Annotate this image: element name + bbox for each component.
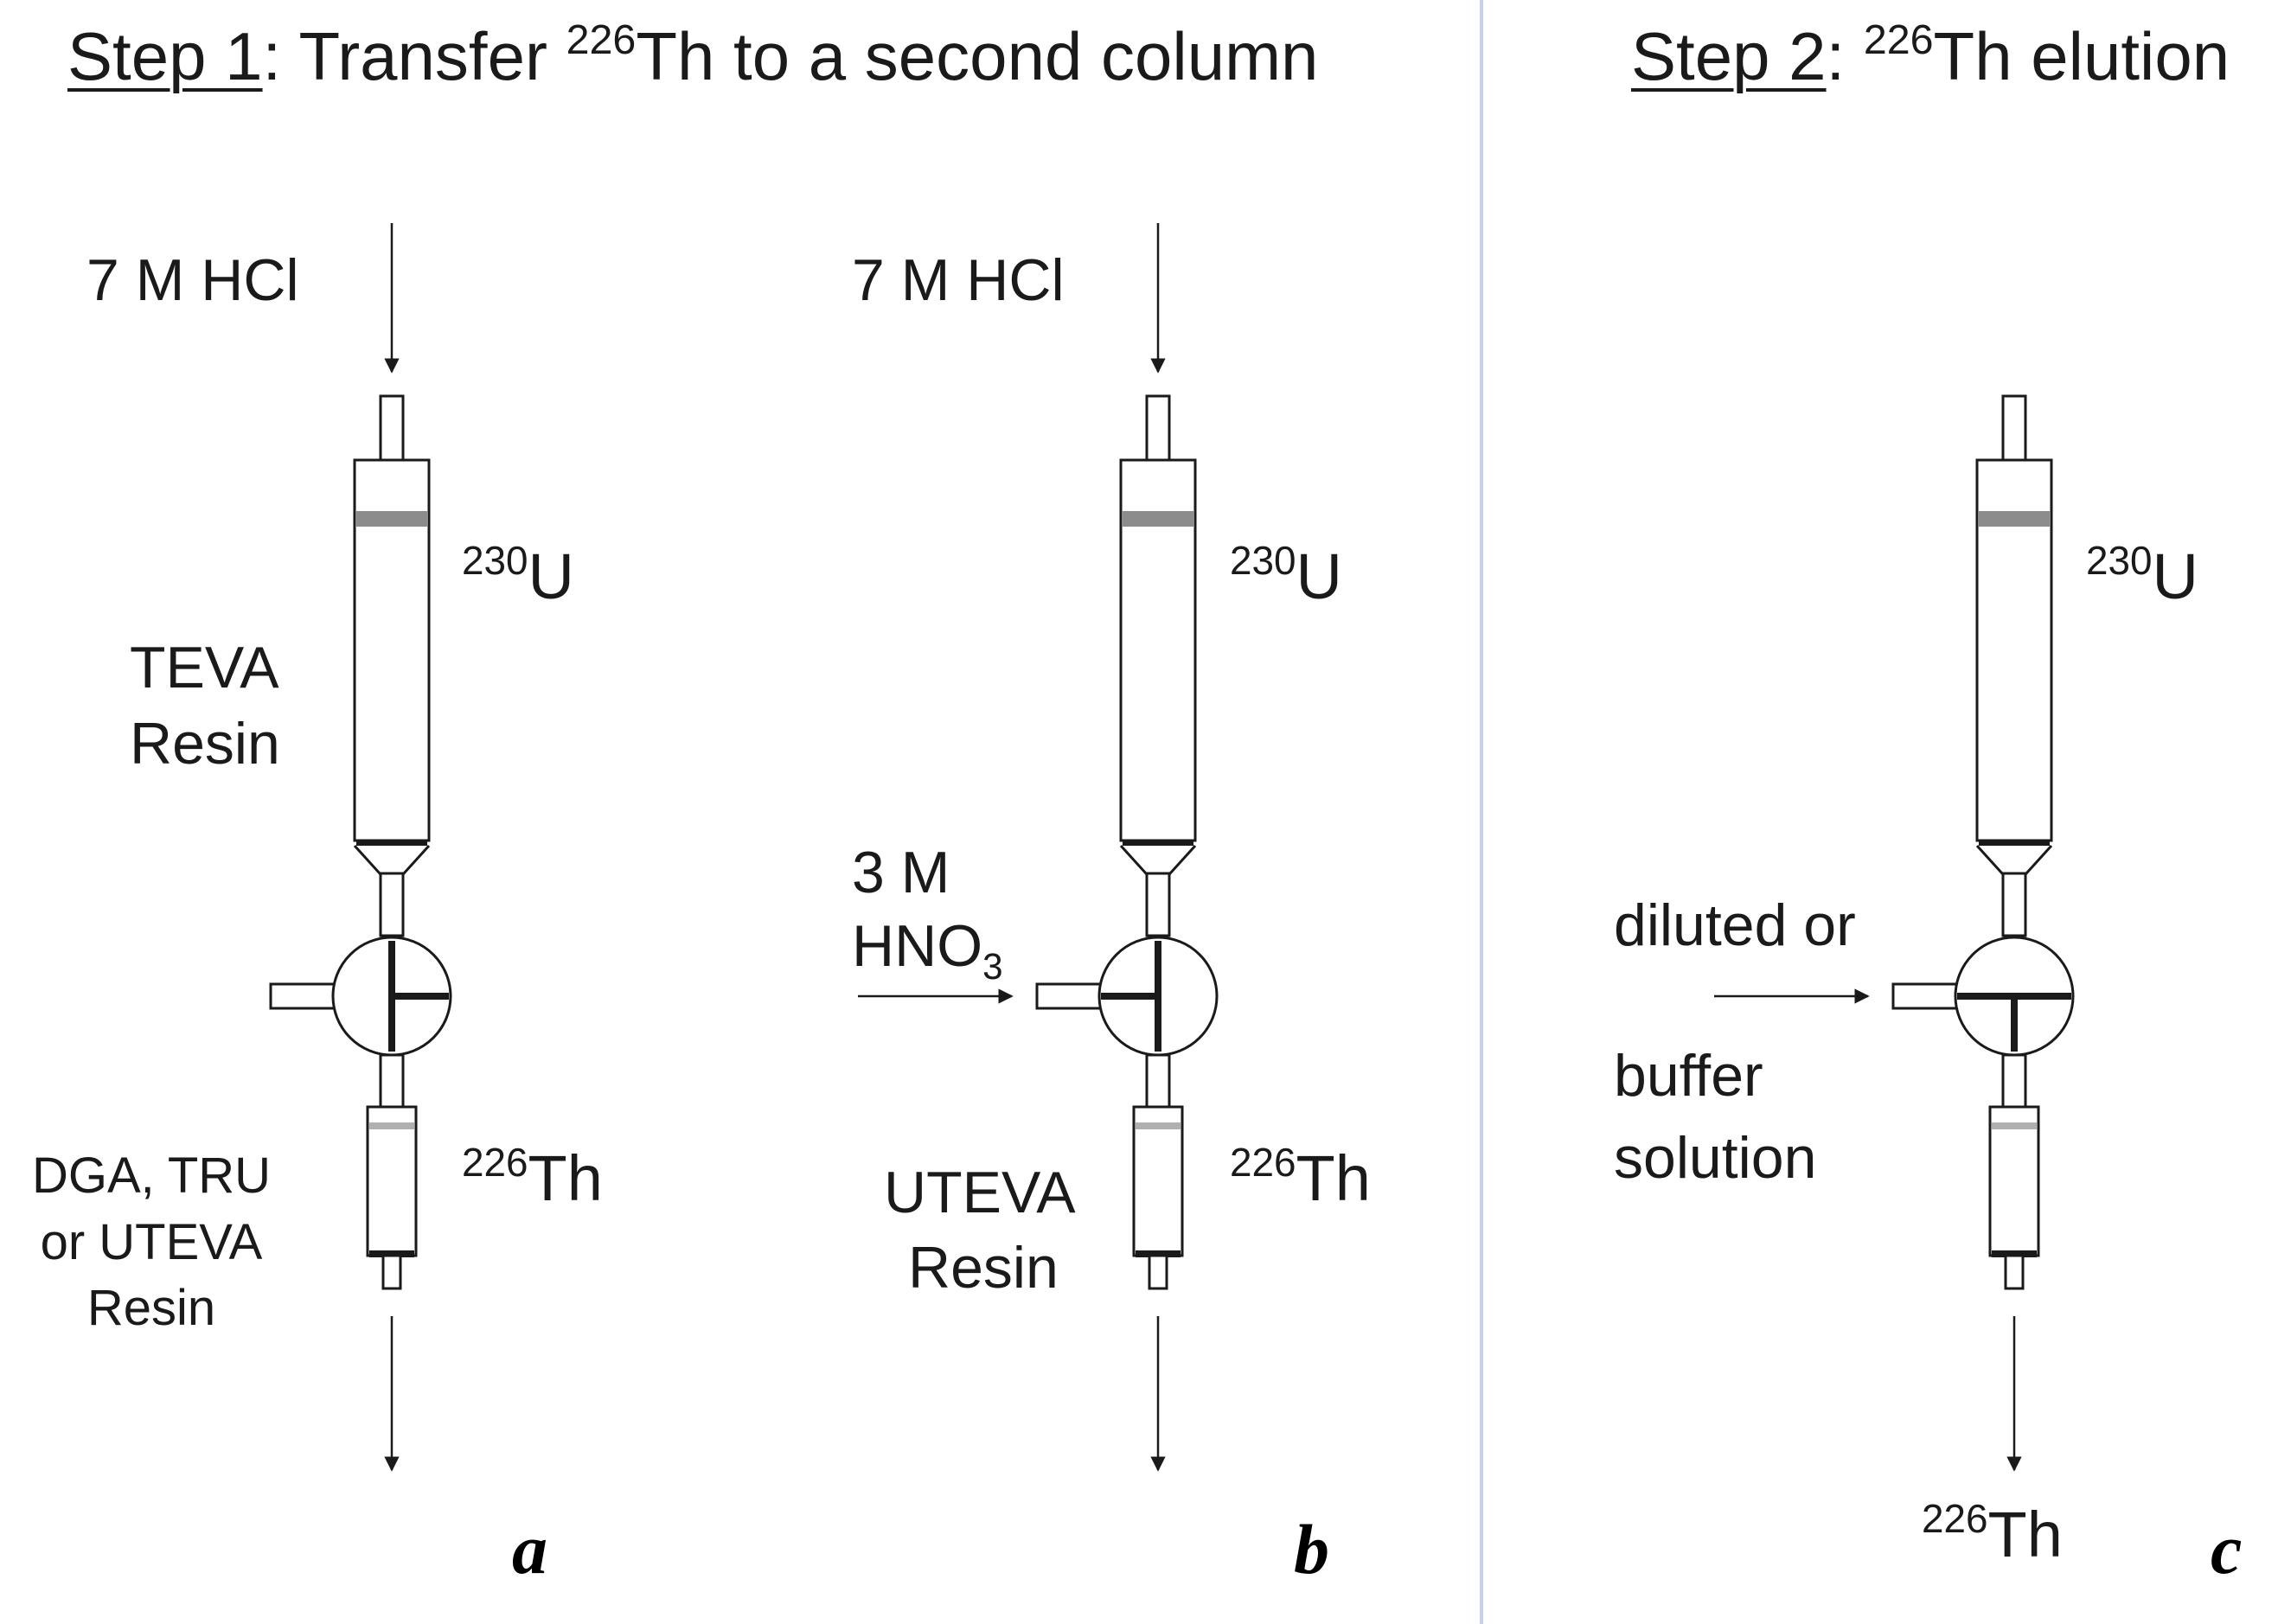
panel-a-u-element: U bbox=[528, 540, 574, 612]
panel-a-lower-resin-label: DGA, TRU or UTEVA Resin bbox=[9, 1143, 294, 1342]
panel-b-lower-resin-band bbox=[1136, 1122, 1181, 1129]
panel-a-u230-label: 230U bbox=[462, 540, 574, 609]
panel-b-outlet-tube bbox=[1148, 1254, 1168, 1290]
panel-c-upper-frit bbox=[1979, 841, 2050, 847]
panel-a-th-mass: 226 bbox=[462, 1139, 528, 1185]
panel-b-side-formula: HNO bbox=[852, 913, 983, 979]
panel-c-side-label-1: diluted or bbox=[1614, 892, 1856, 958]
panel-b-u-element: U bbox=[1296, 540, 1342, 612]
step2-label: Step 2 bbox=[1631, 18, 1827, 94]
panel-b-side-label-1: 3 M bbox=[852, 840, 950, 905]
panel-b-th-element: Th bbox=[1296, 1142, 1371, 1214]
panel-b-upper-resin-band bbox=[1123, 511, 1193, 527]
step1-header-tail: to a second column bbox=[714, 18, 1319, 94]
step2-isotope-mass: 226 bbox=[1863, 16, 1934, 64]
panel-c-upper-neck bbox=[2001, 872, 2027, 937]
step1-label: Step 1 bbox=[67, 18, 263, 94]
panel-b-side-subscript: 3 bbox=[982, 945, 1003, 987]
panel-a-lower-column bbox=[366, 1105, 418, 1257]
panel-a-outlet-tube bbox=[381, 1254, 402, 1290]
panel-a-lower-neck bbox=[379, 1053, 405, 1109]
step1-header: Step 1: Transfer 226Th to a second colum… bbox=[67, 19, 1318, 90]
panel-c-side-label-3: solution bbox=[1614, 1125, 1817, 1191]
panel-c-out-mass: 226 bbox=[1922, 1495, 1988, 1541]
step2-header-tail: elution bbox=[2012, 18, 2230, 94]
panel-c-outlet-tube bbox=[2004, 1254, 2025, 1290]
panel-a-inlet-tube bbox=[379, 394, 405, 462]
panel-b-letter: b bbox=[1294, 1510, 1329, 1589]
panel-b-lower-resin-label-2: Resin bbox=[908, 1235, 1059, 1301]
panel-c-lower-neck bbox=[2001, 1053, 2027, 1109]
panel-b-side-label-2: HNO3 bbox=[852, 917, 1003, 984]
step1-isotope-element: Th bbox=[636, 18, 715, 94]
panel-a-upper-frit bbox=[356, 841, 427, 847]
panel-c-valve-side-arm bbox=[1891, 982, 1961, 1010]
panel-c-upper-resin-band bbox=[1979, 511, 2050, 527]
step2-isotope-element: Th bbox=[1933, 18, 2012, 94]
panel-c-u-element: U bbox=[2152, 540, 2198, 612]
panel-b-lower-neck bbox=[1145, 1053, 1171, 1109]
panel-a-th-element: Th bbox=[528, 1142, 603, 1214]
panel-c-funnel bbox=[1975, 844, 2053, 875]
step2-colon: : bbox=[1826, 18, 1864, 94]
panel-c-lower-frit bbox=[1992, 1250, 2037, 1257]
panel-b-upper-neck bbox=[1145, 872, 1171, 937]
panel-b-th226-label: 226Th bbox=[1230, 1142, 1371, 1211]
panel-a-letter: a bbox=[512, 1510, 547, 1589]
panel-c-out-element: Th bbox=[1987, 1499, 2063, 1570]
panel-b-inlet-label: 7 M HCl bbox=[852, 247, 1065, 313]
panel-a-th226-label: 226Th bbox=[462, 1142, 603, 1211]
panel-a-lower-resin-line-1: DGA, TRU bbox=[31, 1148, 272, 1204]
panel-a-lower-resin-line-3: Resin bbox=[86, 1280, 216, 1337]
panel-a-u-mass: 230 bbox=[462, 537, 528, 583]
step1-isotope-mass: 226 bbox=[566, 16, 637, 64]
panel-c-lower-resin-band bbox=[1992, 1122, 2037, 1129]
panel-b-th-mass: 226 bbox=[1230, 1139, 1296, 1185]
panel-c-inlet-tube bbox=[2001, 394, 2027, 462]
panel-a-lower-resin-band bbox=[369, 1122, 414, 1129]
panel-a-upper-neck bbox=[379, 872, 405, 937]
panel-c-lower-column bbox=[1988, 1105, 2040, 1257]
panel-c-side-label-2: buffer bbox=[1614, 1043, 1763, 1109]
panel-a-valve-side-arm bbox=[269, 982, 338, 1010]
panel-a-lower-resin-line-2: or UTEVA bbox=[40, 1213, 263, 1270]
panel-a-funnel bbox=[353, 844, 431, 875]
panel-b-inlet-tube bbox=[1145, 394, 1171, 462]
panel-b-funnel bbox=[1119, 844, 1197, 875]
step1-colon: : Transfer bbox=[262, 18, 566, 94]
panel-b-lower-resin-label-1: UTEVA bbox=[884, 1160, 1076, 1225]
panel-a-upper-resin-label-1: TEVA bbox=[130, 635, 279, 700]
panel-a-inlet-label: 7 M HCl bbox=[86, 247, 299, 313]
panel-c-letter: c bbox=[2211, 1510, 2243, 1589]
panel-b-valve-side-arm bbox=[1035, 982, 1104, 1010]
panel-c-u-mass: 230 bbox=[2086, 537, 2153, 583]
panel-b-upper-frit bbox=[1123, 841, 1193, 847]
panel-b-u-mass: 230 bbox=[1230, 537, 1296, 583]
panel-b-lower-column bbox=[1132, 1105, 1184, 1257]
panel-c-u230-label: 230U bbox=[2086, 540, 2198, 609]
panel-c-th226-output-label: 226Th bbox=[1922, 1499, 2063, 1567]
panel-a-upper-resin-band bbox=[356, 511, 427, 527]
step2-header: Step 2: 226Th elution bbox=[1631, 19, 2230, 90]
panel-a-lower-frit bbox=[369, 1250, 414, 1257]
panel-a-upper-resin-label-2: Resin bbox=[130, 711, 280, 777]
panel-b-u230-label: 230U bbox=[1230, 540, 1342, 609]
panel-b-lower-frit bbox=[1136, 1250, 1181, 1257]
